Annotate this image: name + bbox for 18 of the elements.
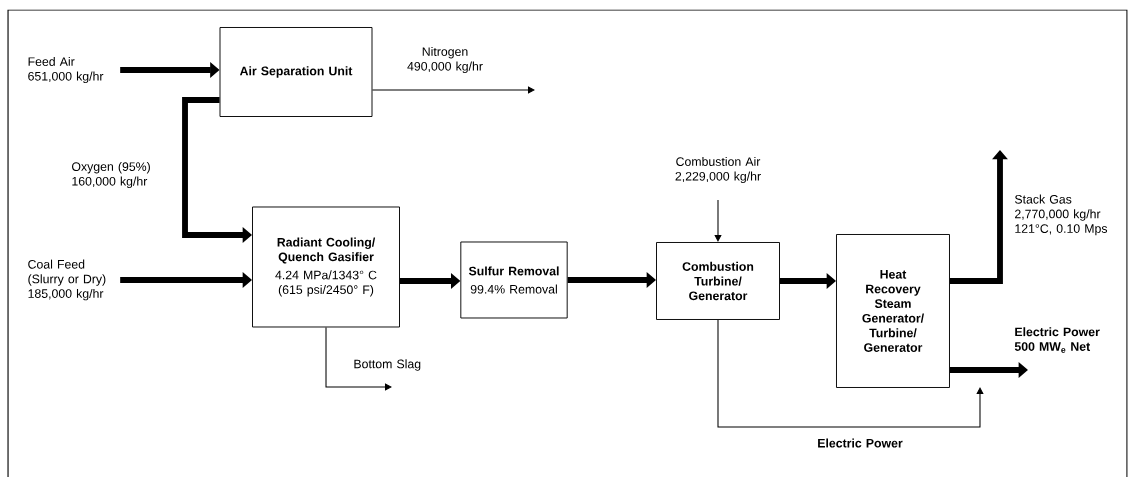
- edge-label: Oxygen (95%) 160,000 kg/hr: [72, 161, 150, 189]
- edge-label: Electric Power: [818, 438, 903, 448]
- process-box: Heat Recovery Steam Generator/ Turbine/ Generator: [836, 234, 950, 388]
- edge-label: Stack Gas 2,770,000 kg/hr 121°C, 0.10 Mps: [1014, 194, 1108, 236]
- edge-label: Electric Power 500 MW$_{e}$ Net: [1014, 327, 1100, 353]
- process-box: Radiant Cooling/ Quench Gasifier 4.24 MPa/1343° C (615 psi/2450° F): [252, 206, 400, 328]
- stream-label: Coal Feed (Slurry or Dry) 185,000 kg/hr: [28, 259, 106, 301]
- stream-label: Feed Air 651,000 kg/hr: [28, 56, 104, 84]
- edge-label: Bottom Slag: [354, 359, 421, 371]
- process-box: Sulfur Removal 99.4% Removal: [460, 241, 568, 319]
- process-box: Air Separation Unit: [219, 27, 373, 117]
- edge-label: Nitrogen 490,000 kg/hr: [407, 46, 483, 74]
- process-box: Combustion Turbine/ Generator: [656, 242, 780, 320]
- arrow: [371, 86, 535, 94]
- arrow: [717, 319, 984, 428]
- arrow: [714, 199, 722, 242]
- edge-label: Combustion Air 2,229,000 kg/hr: [675, 156, 761, 184]
- arrow: [325, 326, 392, 391]
